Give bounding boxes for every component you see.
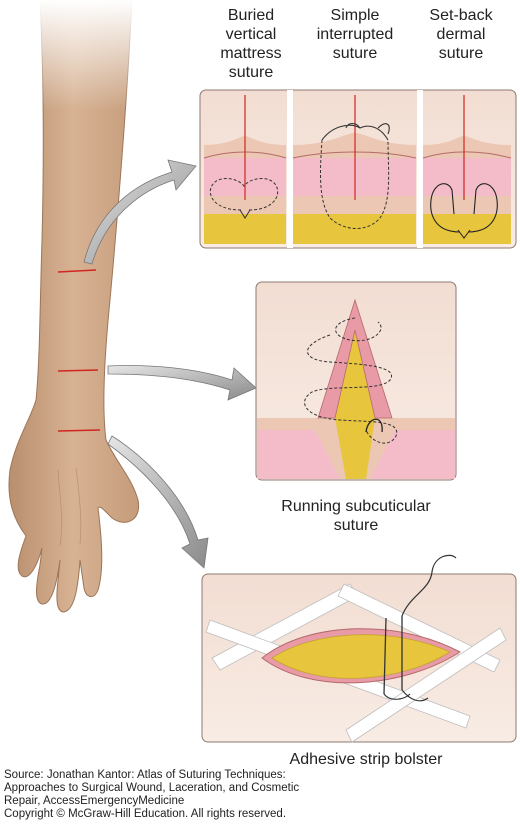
arrow-to-top-panel bbox=[83, 159, 197, 265]
caption-buried-vertical-mattress: Buried vertical mattress suture bbox=[220, 7, 282, 81]
arrow-to-middle-panel bbox=[107, 365, 257, 401]
top-panel bbox=[199, 89, 517, 249]
middle-panel bbox=[255, 281, 457, 481]
caption-running-subcuticular: Running subcuticular suture bbox=[281, 498, 431, 534]
arm bbox=[8, 0, 140, 613]
caption-adhesive-strip-bolster: Adhesive strip bolster bbox=[289, 751, 443, 768]
buried-vertical-mattress-illustration bbox=[203, 95, 287, 244]
caption-simple-interrupted: Simple interrupted suture bbox=[316, 7, 394, 62]
arm-illustration bbox=[0, 0, 160, 613]
incision-middle bbox=[57, 369, 99, 372]
arrow-to-bottom-panel bbox=[107, 435, 209, 569]
caption-set-back-dermal: Set-back dermal suture bbox=[429, 7, 493, 62]
set-back-dermal-illustration bbox=[422, 95, 512, 244]
simple-interrupted-illustration bbox=[292, 95, 417, 244]
incision-upper bbox=[57, 269, 97, 273]
bottom-panel bbox=[201, 554, 517, 743]
source-credit: Source: Jonathan Kantor: Atlas of Suturi… bbox=[4, 769, 300, 820]
incision-lower bbox=[57, 429, 101, 432]
